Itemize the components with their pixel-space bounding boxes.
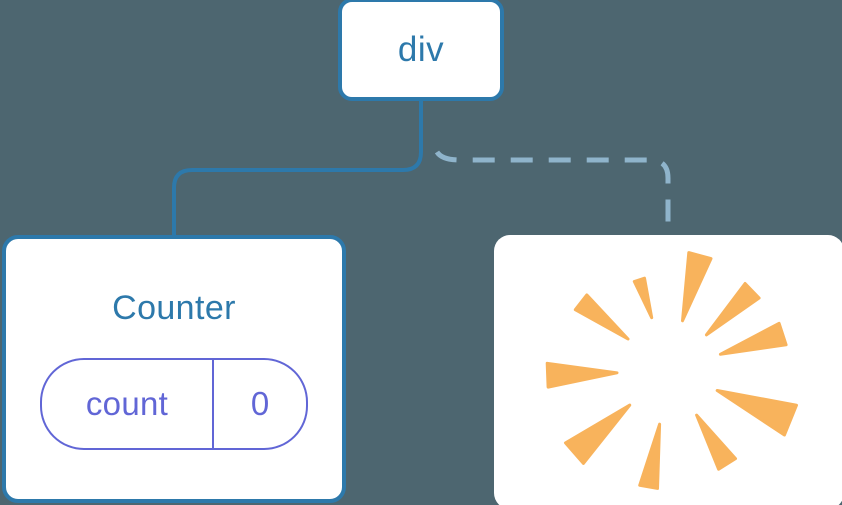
sparkle-ray-9 [704,282,761,337]
state-pill-divider [212,360,214,448]
node-div-label: div [397,30,445,69]
state-pill-count[interactable]: count 0 [40,358,308,450]
node-counter[interactable]: Counter count 0 [2,235,346,503]
edge-root-to-counter [172,99,423,239]
node-pending[interactable] [494,235,842,505]
sparkle-ray-1 [632,276,654,320]
state-pill-value: 0 [250,385,270,422]
state-pill-key: count [85,385,169,422]
sparkle-ray-7 [715,389,798,437]
sparkle-ray-3 [545,361,619,389]
edge-root-to-pending [434,150,671,237]
sparkle-ray-2 [573,293,630,341]
sparkle-ray-5 [638,422,662,490]
sparkle-ray-0 [681,251,713,323]
node-div[interactable]: div [338,0,504,101]
sparkle-burst-icon [545,251,798,490]
sparkle-ray-8 [718,321,788,356]
sparkle-ray-4 [564,403,632,465]
sparkle-ray-6 [695,413,737,471]
node-counter-label: Counter [112,289,236,327]
